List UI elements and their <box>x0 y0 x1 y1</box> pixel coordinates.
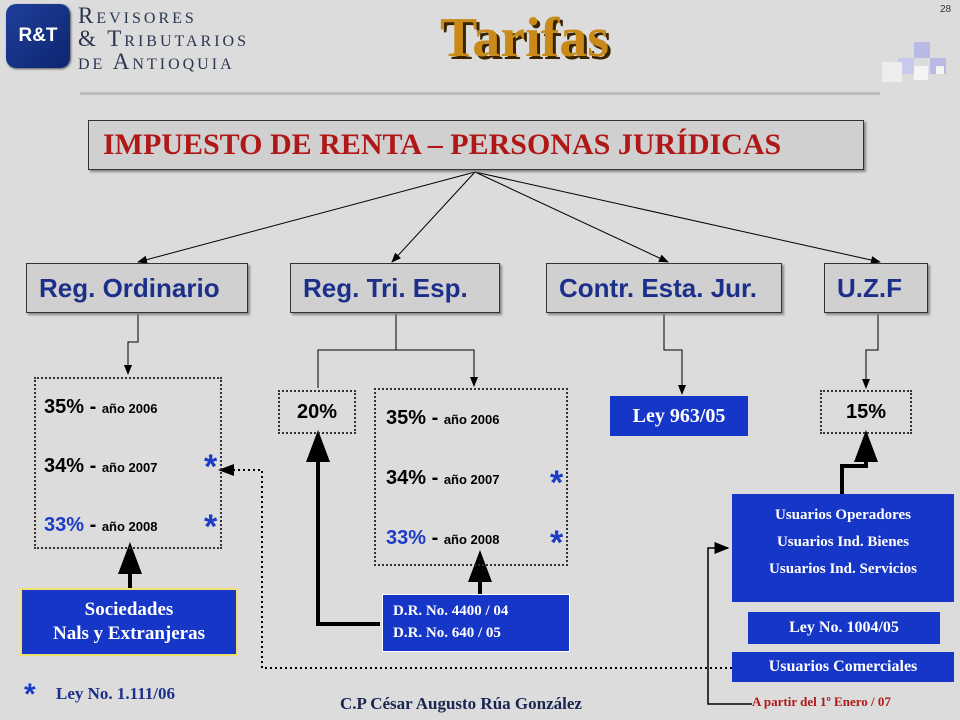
logo-line-1: Revisores <box>78 3 197 28</box>
uzf-user-operadores: Usuarios Operadores <box>775 507 911 523</box>
ordinario-rate-2008: 33% - año 2008 <box>44 514 158 536</box>
author-credit: C.P César Augusto Rúa González <box>340 694 582 713</box>
tri-esp-star-2007: * <box>550 464 564 502</box>
uzf-box: U.Z.F <box>824 263 928 313</box>
logo-badge: R&T <box>6 4 70 68</box>
ordinario-rate-2007: 34% - año 2007 <box>44 455 158 477</box>
ordinario-rate-2006: 35% - año 2006 <box>44 396 158 418</box>
ordinario-rates-box <box>34 377 222 549</box>
header-rule <box>80 92 880 95</box>
usuarios-comerciales-box: Usuarios Comerciales <box>732 652 954 682</box>
logo-abbrev: R&T <box>18 25 58 46</box>
logo-text: Revisores & Tributarios de Antioquia <box>78 4 249 73</box>
from-date-note: A partir del 1º Enero / 07 <box>752 694 891 709</box>
uzf-15-box: 15% <box>820 390 912 434</box>
sociedades-box: Sociedades Nals y Extranjeras <box>20 588 238 656</box>
tri-esp-rate-2006: 35% - año 2006 <box>386 407 500 429</box>
decree-line-1: D.R. No. 4400 / 04 <box>393 603 509 619</box>
ordinario-star-2007: * <box>204 448 218 486</box>
page-number: 28 <box>940 4 952 15</box>
uzf-user-bienes: Usuarios Ind. Bienes <box>776 534 910 550</box>
main-title-box: IMPUESTO DE RENTA – PERSONAS JURÍDICAS <box>88 120 864 170</box>
contr-esta-jur-box: Contr. Esta. Jur. <box>546 263 782 313</box>
slide-title: Tarifas <box>440 7 610 69</box>
law-963-box: Ley 963/05 <box>610 396 748 436</box>
uzf-users-box: Usuarios Operadores Usuarios Ind. Bienes… <box>732 494 954 602</box>
reg-ordinario-box: Reg. Ordinario <box>26 263 248 313</box>
footnote-star: * <box>24 678 36 711</box>
reg-tri-esp-box: Reg. Tri. Esp. <box>290 263 500 313</box>
sociedades-line-1: Sociedades <box>84 599 174 620</box>
tri-esp-rates-box <box>374 388 568 566</box>
logo-line-2: & Tributarios <box>78 26 250 51</box>
ordinario-star-2008: * <box>204 508 218 546</box>
law-1004-box: Ley No. 1004/05 <box>748 612 940 644</box>
footnote-text: Ley No. 1.111/06 <box>56 684 176 703</box>
tri-esp-rate-2007: 34% - año 2007 <box>386 467 500 489</box>
tri-esp-20-box: 20% <box>278 390 356 434</box>
uzf-user-servicios: Usuarios Ind. Servicios <box>769 561 917 577</box>
decrees-box: D.R. No. 4400 / 04 D.R. No. 640 / 05 <box>382 594 570 652</box>
tri-esp-rate-2008: 33% - año 2008 <box>386 527 500 549</box>
decree-line-2: D.R. No. 640 / 05 <box>393 625 501 641</box>
tri-esp-star-2008: * <box>550 524 564 562</box>
sociedades-line-2: Nals y Extranjeras <box>53 623 205 644</box>
logo-line-3: de Antioquia <box>78 49 235 74</box>
